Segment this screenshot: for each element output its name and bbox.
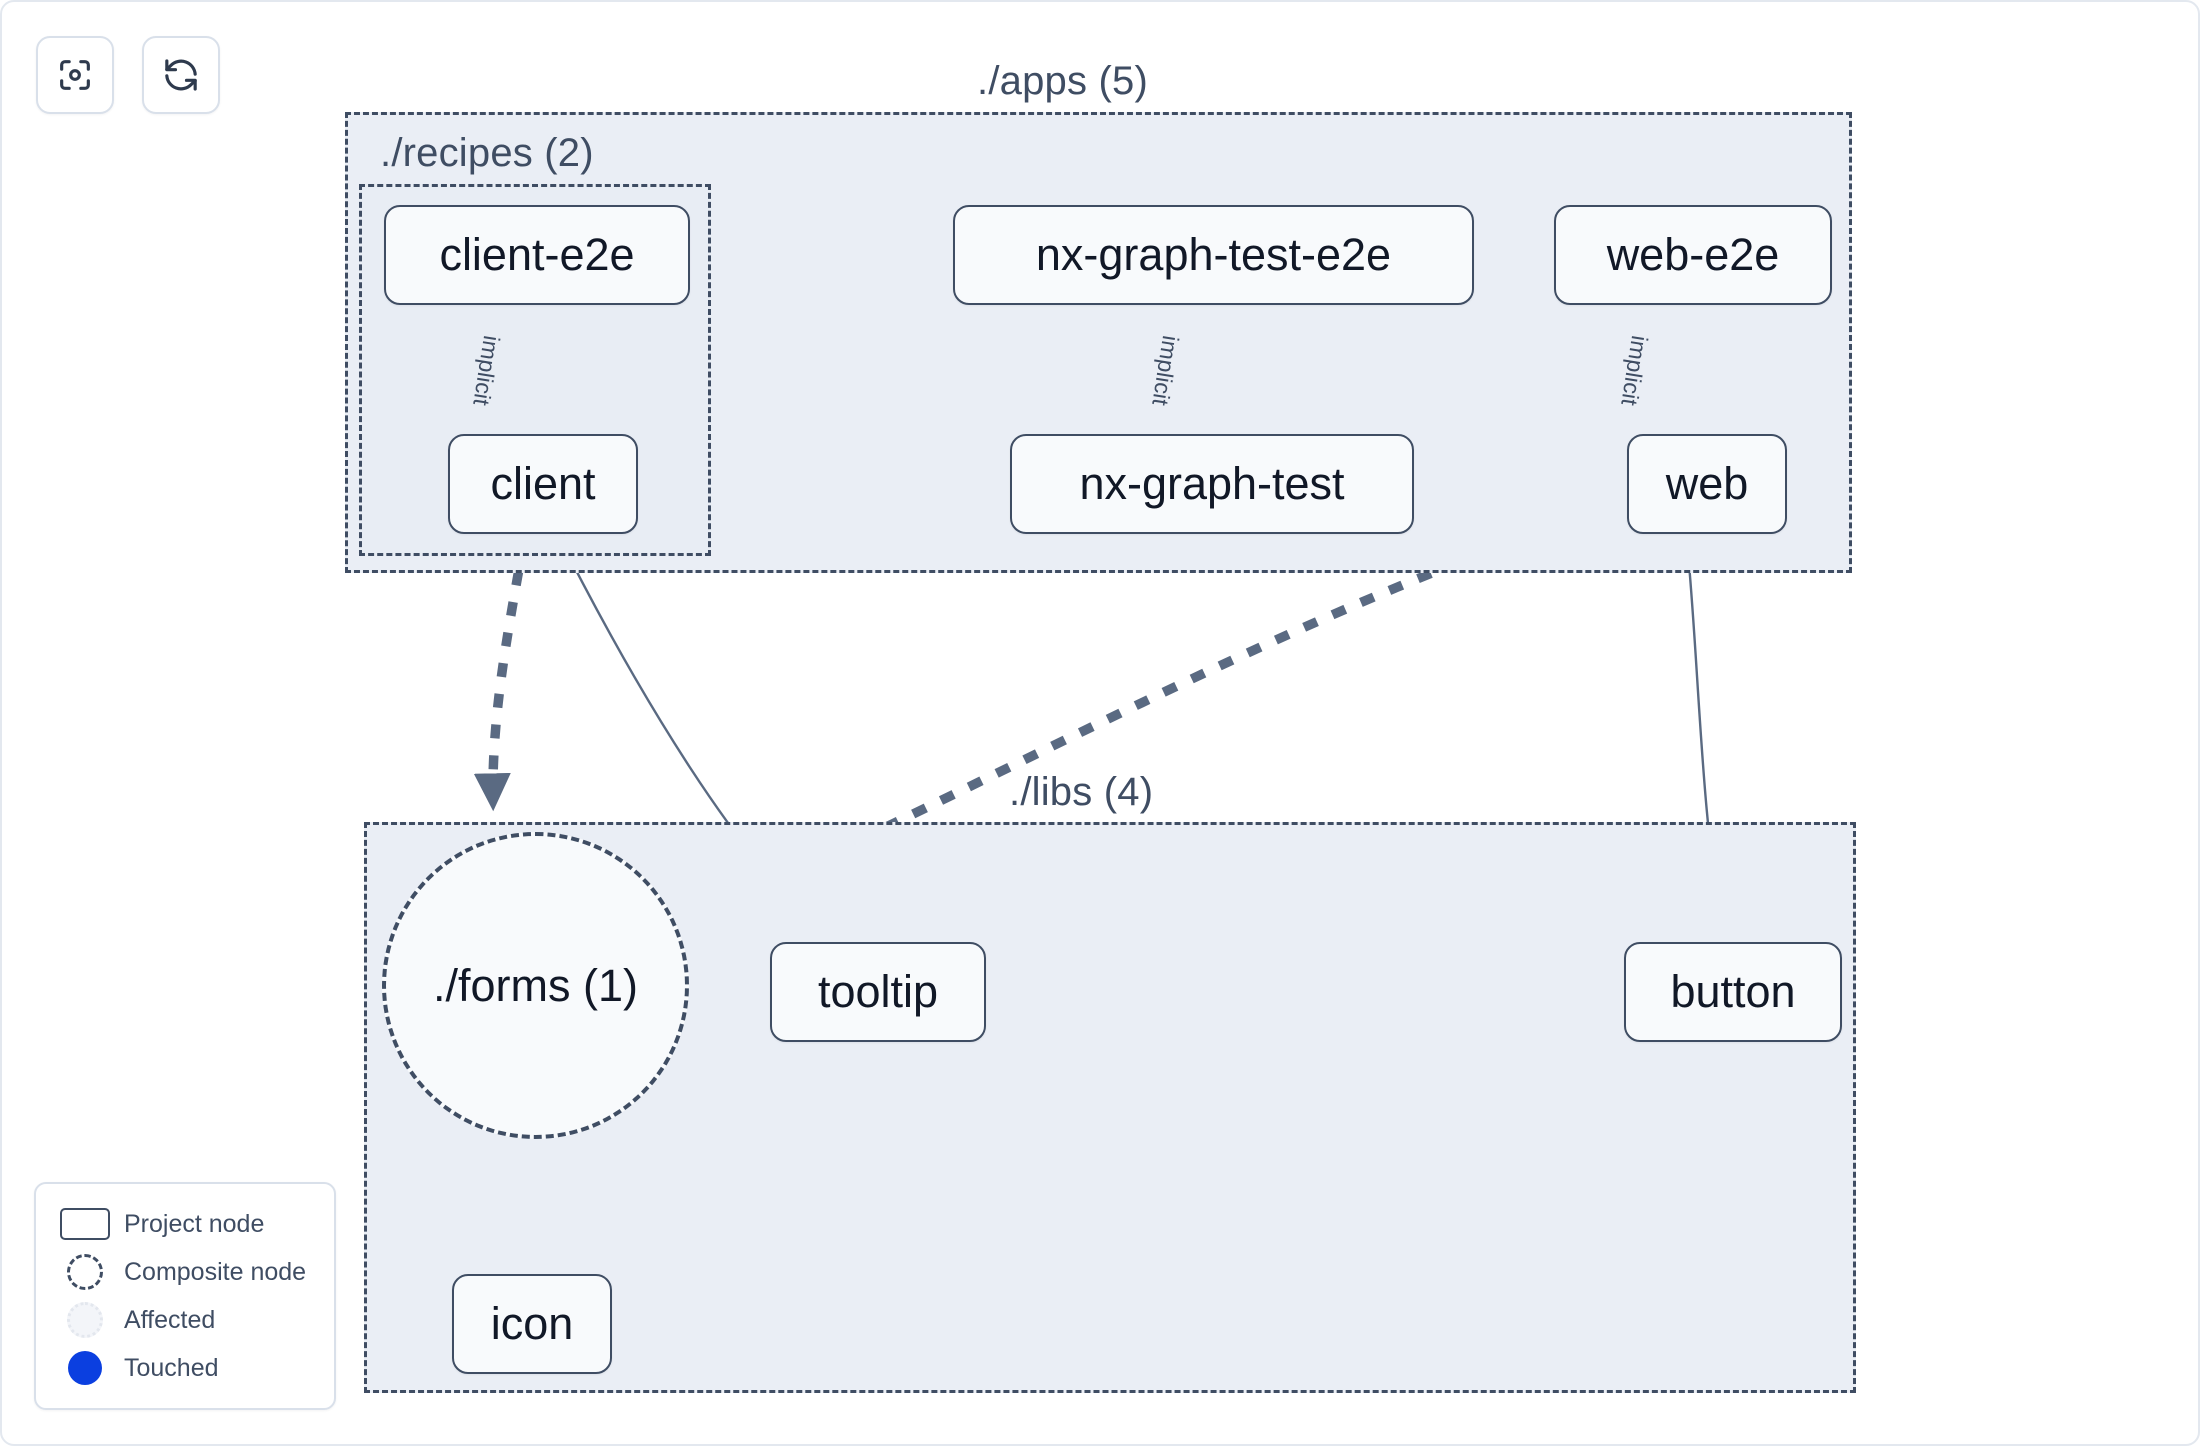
project-node-nx-graph-test-e2e[interactable]: nx-graph-test-e2e [953,205,1474,305]
group-label-apps: ./apps (5) [977,59,1148,103]
touched-swatch-icon [54,1351,116,1385]
group-label-libs: ./libs (4) [1009,770,1154,814]
legend-item-affected: Affected [54,1296,316,1344]
graph-legend: Project node Composite node Affected Tou… [34,1182,336,1410]
project-node-nx-graph-test[interactable]: nx-graph-test [1010,434,1414,534]
project-node-tooltip[interactable]: tooltip [770,942,986,1042]
refresh-cycle-icon [161,55,201,95]
composite-node-forms[interactable]: ./forms (1) [382,832,689,1139]
legend-label-composite-node: Composite node [124,1257,307,1286]
project-node-client-e2e[interactable]: client-e2e [384,205,690,305]
project-node-icon[interactable]: icon [452,1274,612,1374]
project-node-web[interactable]: web [1627,434,1787,534]
legend-item-project-node: Project node [54,1200,316,1248]
project-node-swatch-icon [54,1208,116,1240]
refresh-graph-button[interactable] [142,36,220,114]
viewfinder-focus-icon [55,55,95,95]
group-label-recipes: ./recipes (2) [380,131,594,175]
legend-label-project-node: Project node [124,1209,265,1238]
legend-item-composite-node: Composite node [54,1248,316,1296]
edge-client-to-forms [473,540,529,812]
project-node-button[interactable]: button [1624,942,1842,1042]
legend-label-affected: Affected [124,1305,216,1334]
project-node-web-e2e[interactable]: web-e2e [1554,205,1832,305]
composite-node-swatch-icon [54,1254,116,1290]
focus-graph-button[interactable] [36,36,114,114]
legend-item-touched: Touched [54,1344,316,1392]
legend-label-touched: Touched [124,1353,219,1382]
project-node-client[interactable]: client [448,434,638,534]
affected-swatch-icon [54,1302,116,1338]
graph-toolbar [36,36,220,114]
